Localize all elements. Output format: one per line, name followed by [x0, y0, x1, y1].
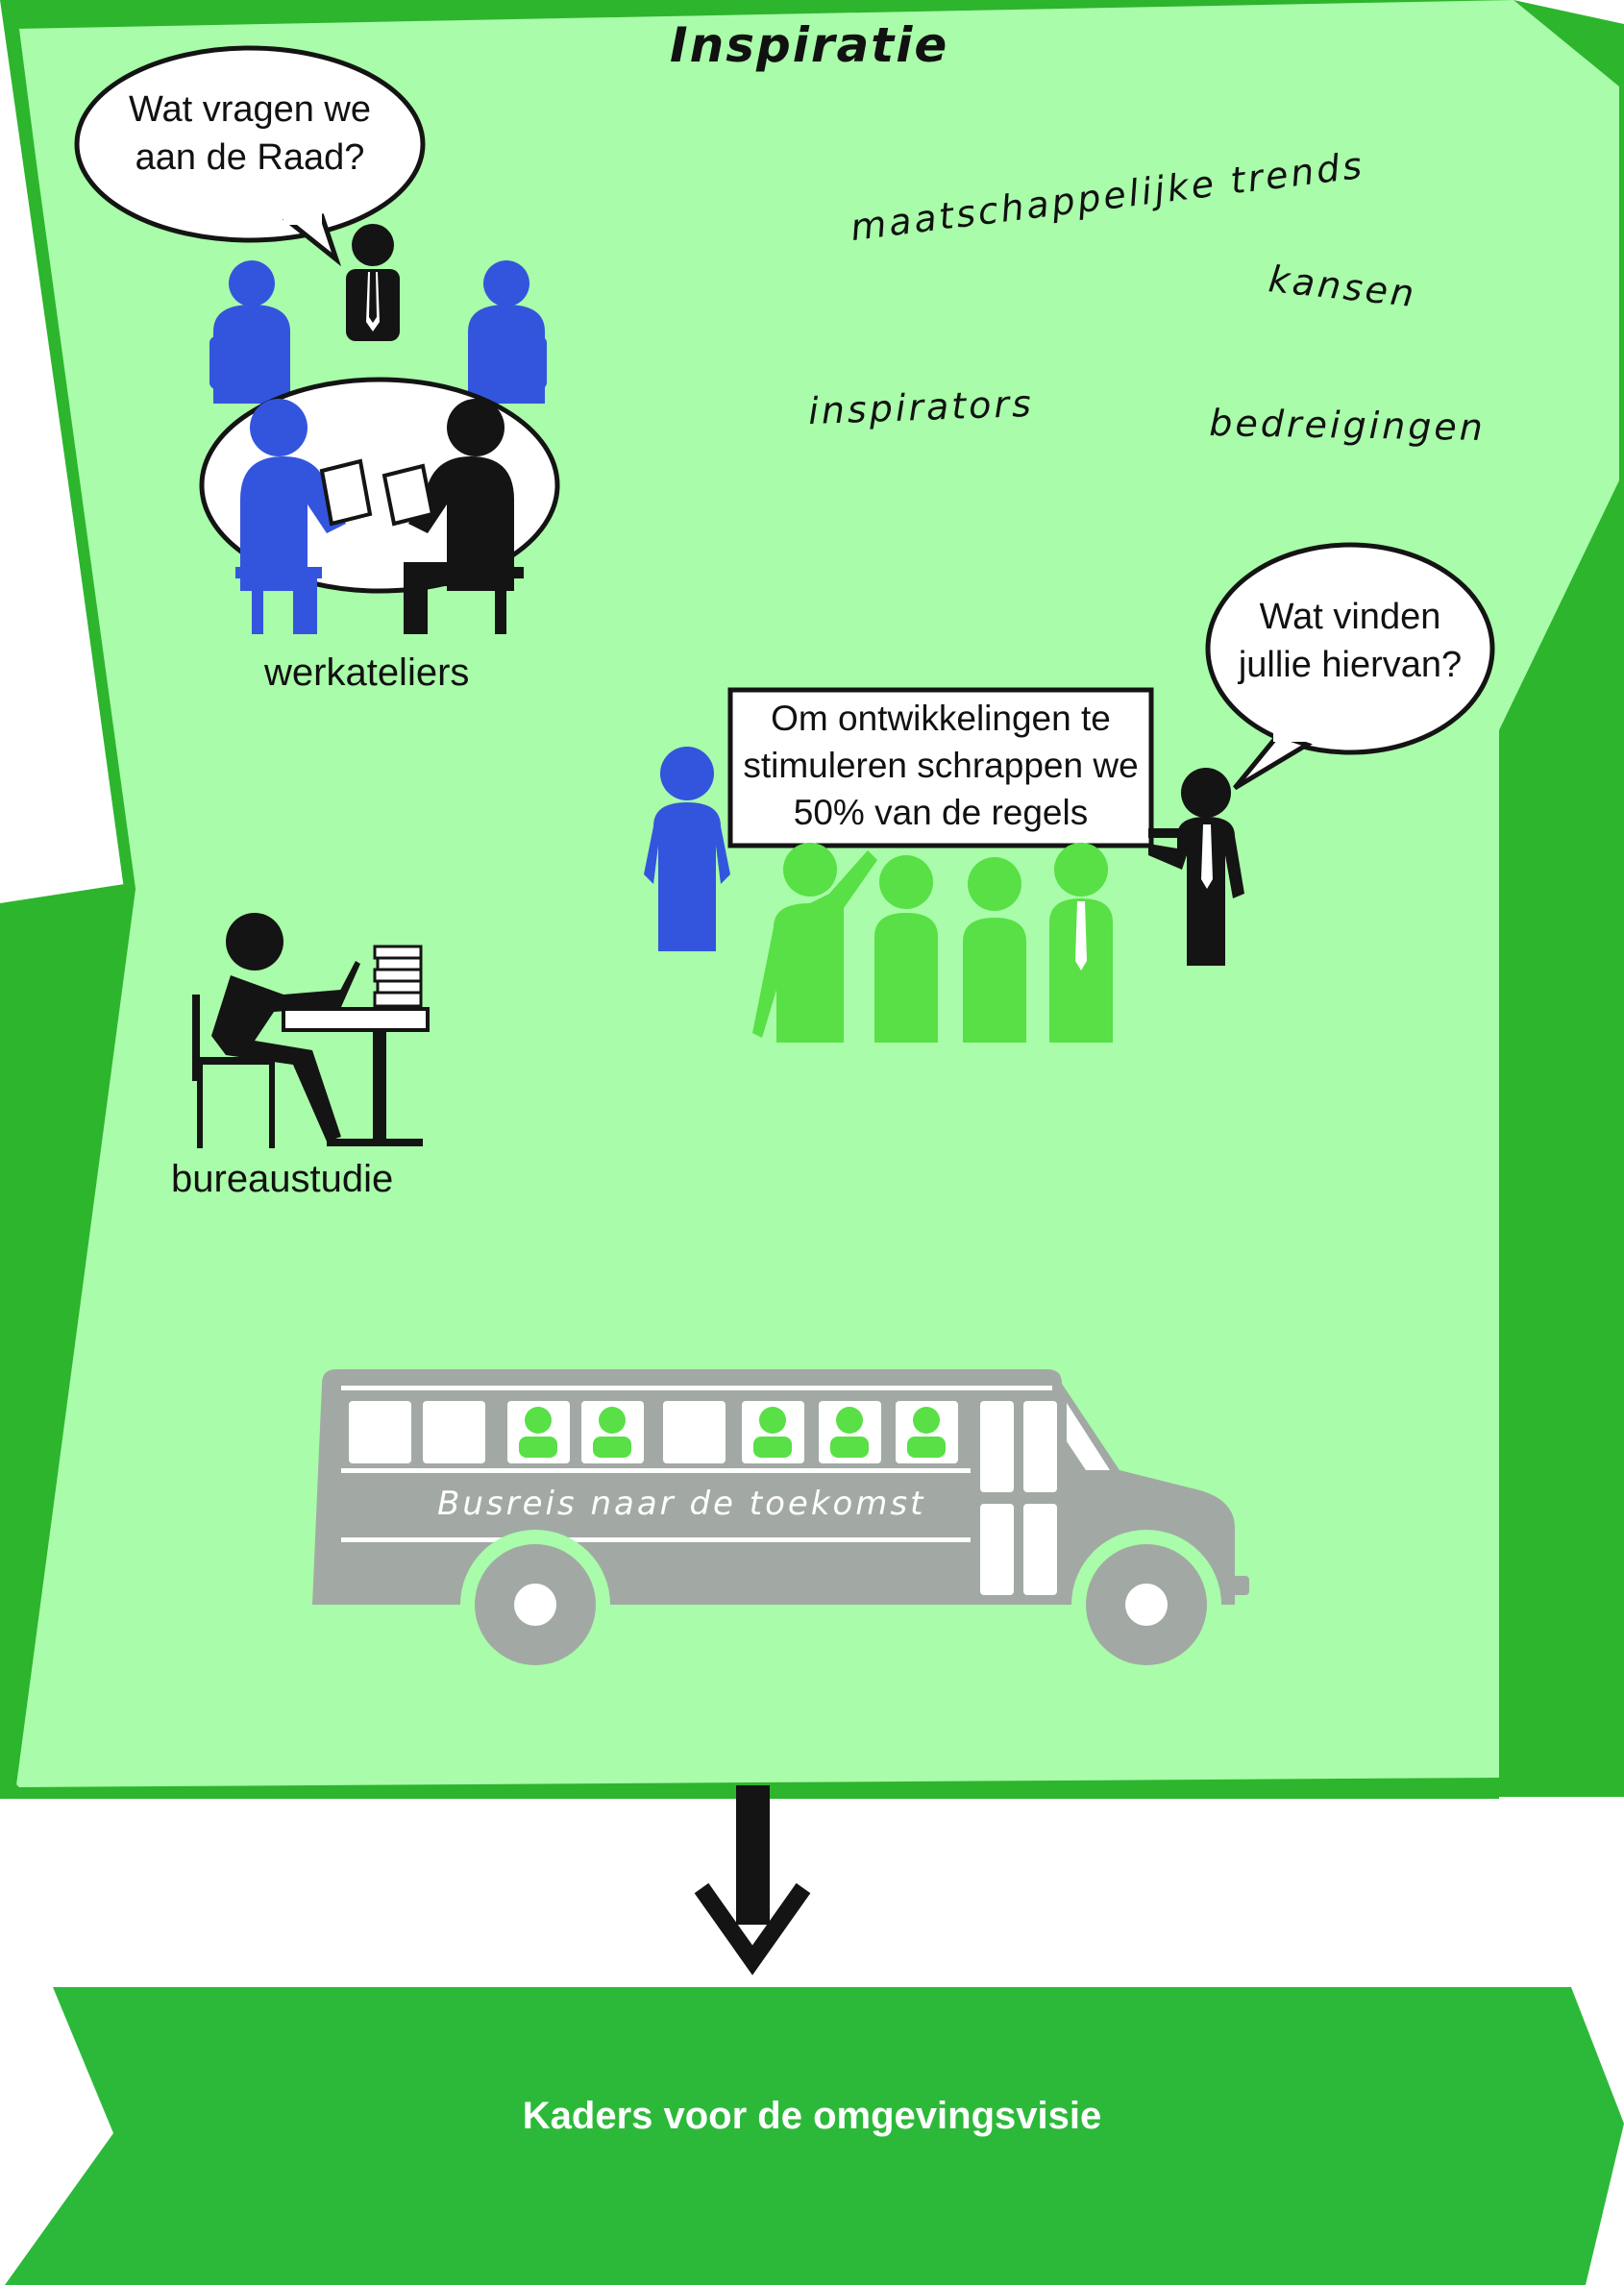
down-arrow: [694, 1785, 811, 1976]
werkateliers-illustration: [74, 45, 560, 634]
bus-label: Busreis naar de toekomst: [437, 1485, 926, 1523]
sign-line2: stimuleren schrappen we: [743, 746, 1139, 785]
sign-board: [727, 687, 1154, 848]
footer-label: Kaders voor de omgevingsvisie: [522, 2095, 1102, 2137]
speech-raad-line1: Wat vragen we: [128, 89, 372, 130]
word-inspirators: inspirators: [807, 381, 1035, 432]
speech-vinden-line1: Wat vinden: [1259, 597, 1441, 637]
kaders-banner: [5, 1987, 1624, 2285]
presentation-illustration: [644, 542, 1495, 1043]
speech-bubble-raad: [74, 45, 426, 243]
panel-left-edge: [4, 23, 136, 1793]
word-bedreigingen: bedreigingen: [1209, 402, 1487, 450]
bureaustudie-illustration: [192, 913, 430, 1148]
label-werkateliers: werkateliers: [264, 651, 470, 694]
label-bureaustudie: bureaustudie: [171, 1158, 394, 1200]
speech-vinden-line2: jullie hiervan?: [1238, 645, 1463, 685]
bus-illustration: [312, 1369, 1249, 1680]
speech-bubble-vinden: [1205, 542, 1495, 755]
page-title: Inspiratie: [670, 17, 949, 73]
speech-raad-line2: aan de Raad?: [135, 137, 365, 178]
sign-line1: Om ontwikkelingen te: [771, 699, 1111, 738]
sign-line3: 50% van de regels: [793, 793, 1089, 832]
